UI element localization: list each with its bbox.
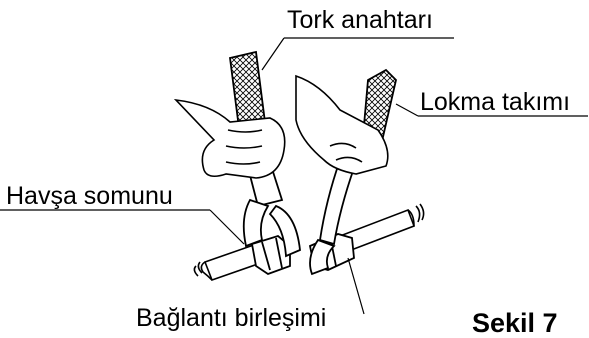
- label-flare-nut: Havşa somunu: [6, 184, 173, 209]
- figure-caption: Sekil 7: [472, 310, 558, 337]
- leader-lines: [0, 38, 588, 314]
- pipe: [194, 204, 423, 280]
- label-torque-wrench: Tork anahtarı: [287, 8, 433, 33]
- label-socket-wrench: Lokma takımı: [420, 90, 570, 115]
- label-union-joint: Bağlantı birleşimi: [136, 306, 326, 331]
- left-hand: [176, 100, 285, 178]
